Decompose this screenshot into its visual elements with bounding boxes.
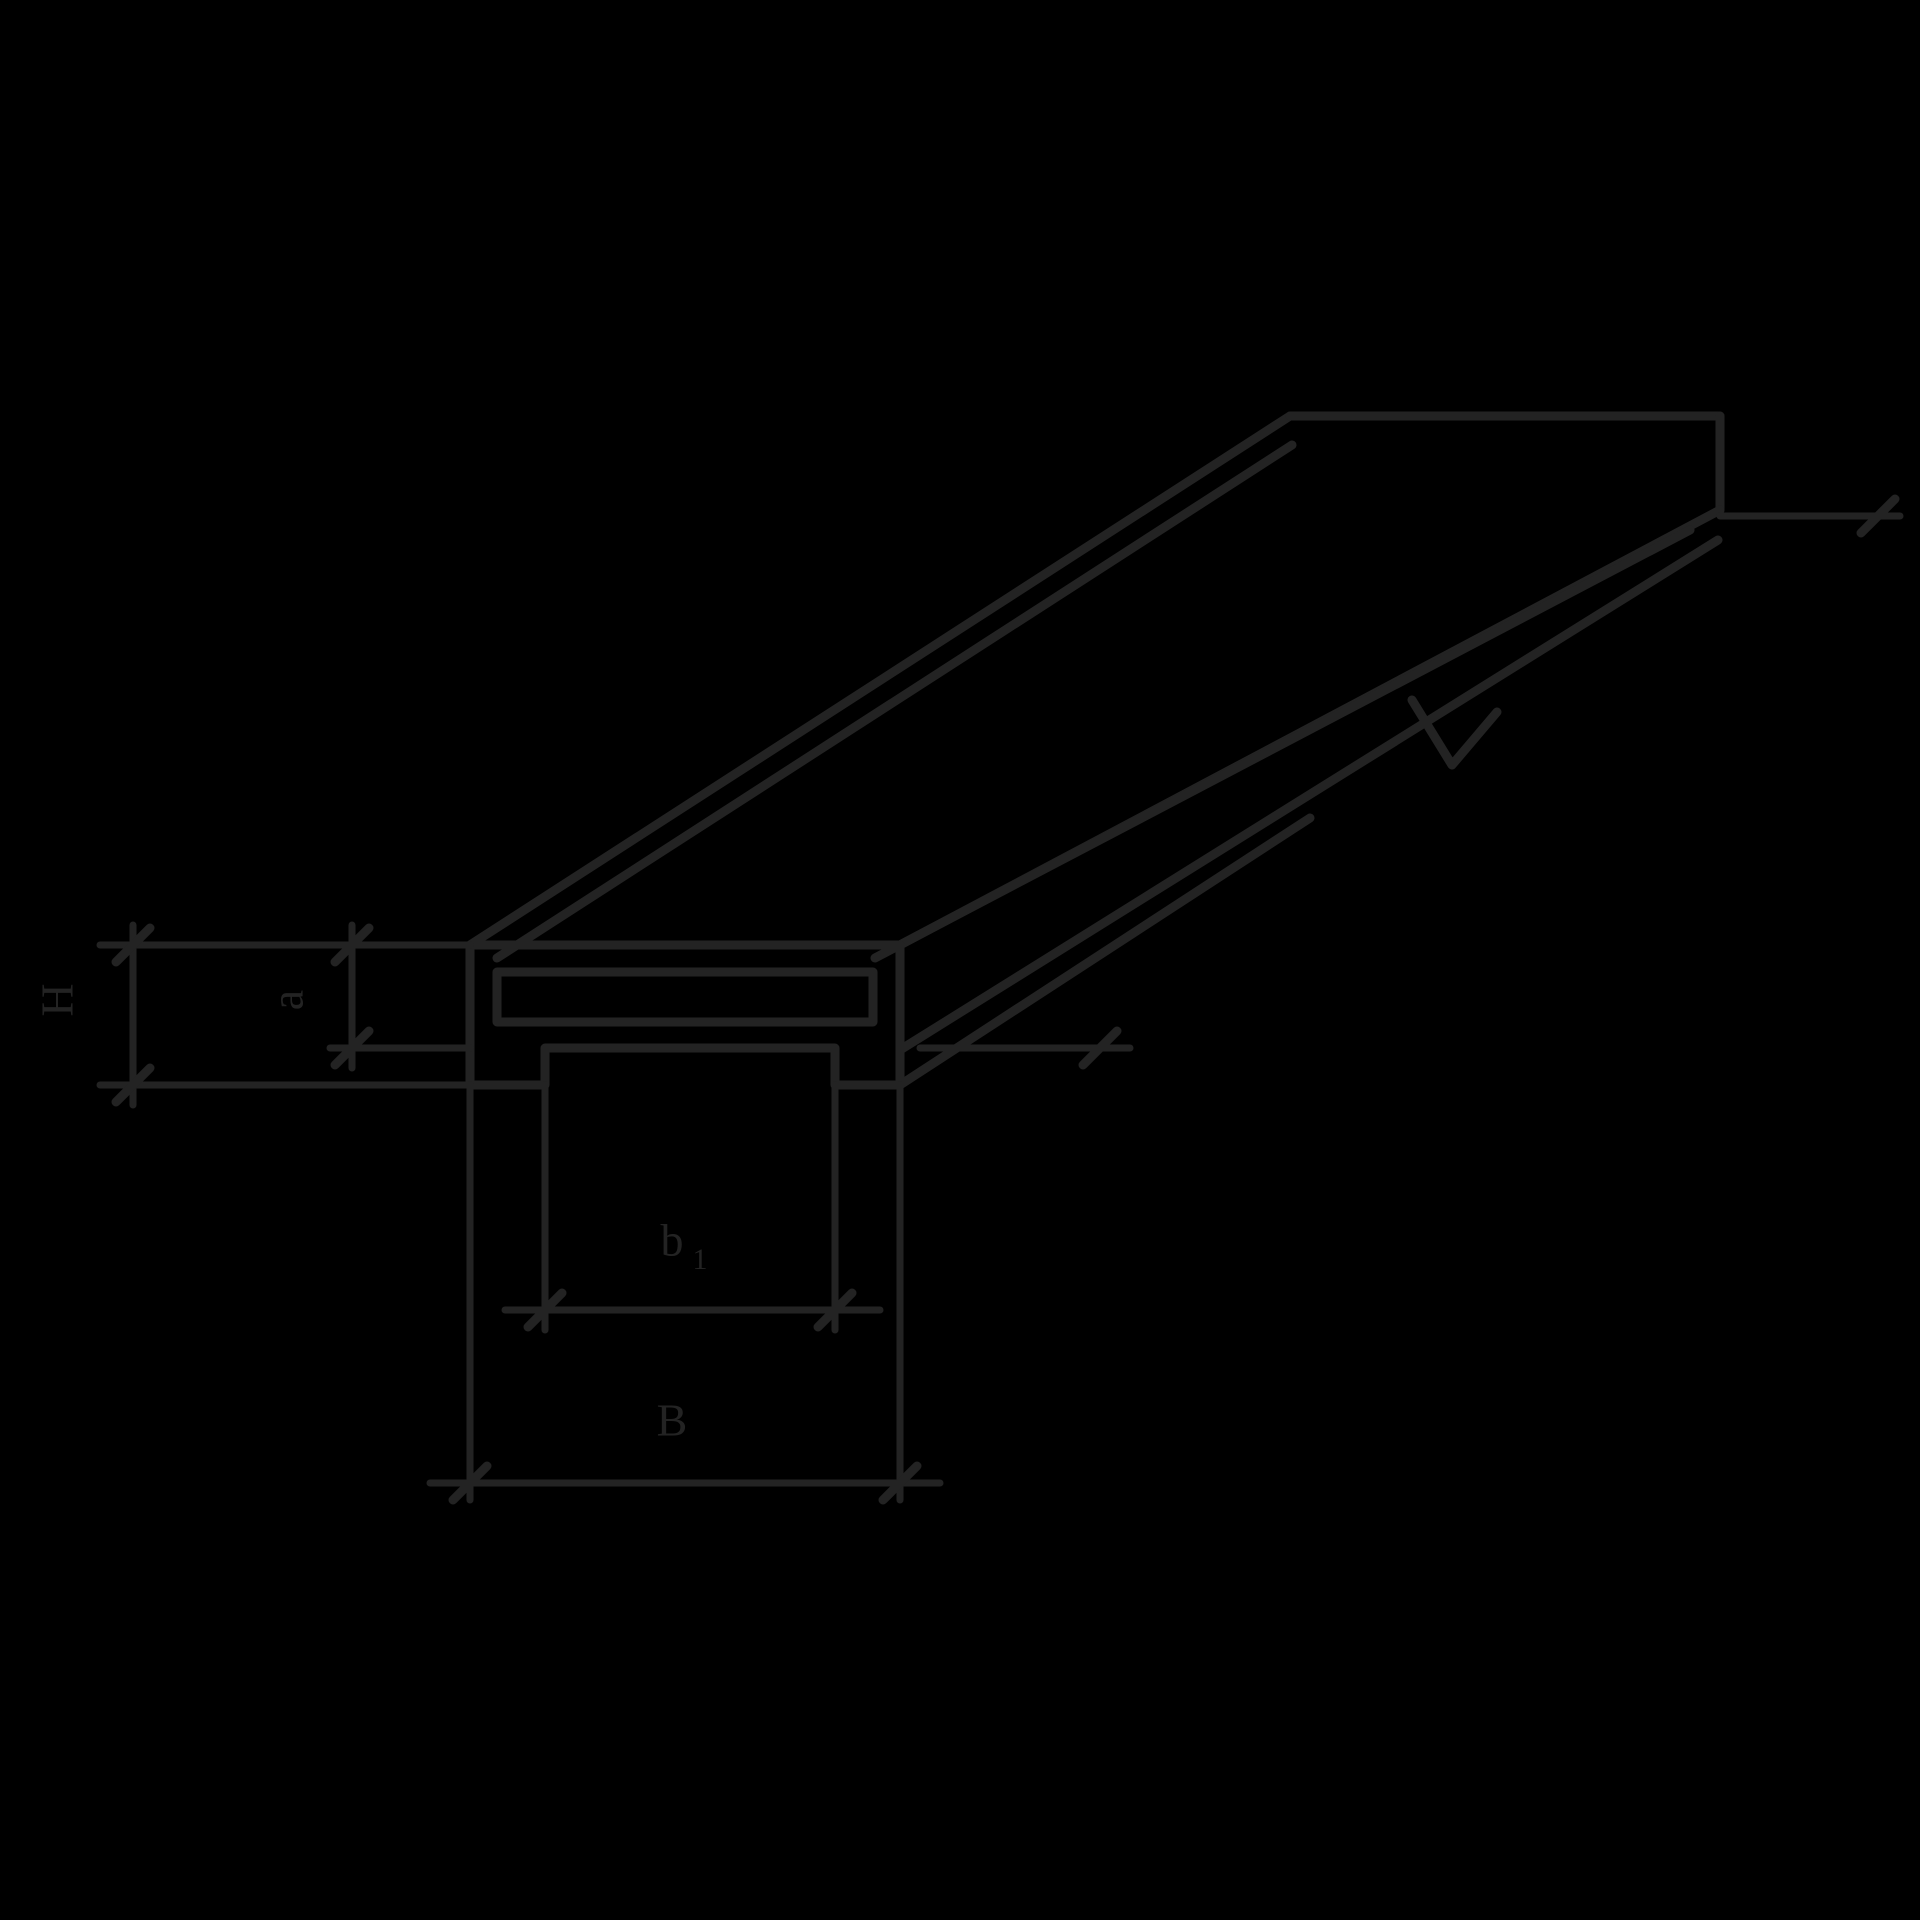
iso-edge-top-outer — [465, 411, 1295, 950]
label-B: B — [657, 1395, 688, 1446]
cross-section-profile — [465, 940, 905, 1090]
dimension-ticks — [116, 499, 1895, 1500]
dimension-labels: H a b 1 B — [32, 983, 708, 1445]
isometric-body — [465, 411, 1725, 1090]
label-b1-subscript: 1 — [693, 1243, 708, 1276]
extension-lines — [96, 512, 1904, 1504]
iso-edge-inner-top — [492, 440, 1297, 963]
break-notch-marker — [1407, 695, 1502, 770]
iso-edge-bottom-rear — [895, 813, 1315, 1090]
label-b1-group: b 1 — [661, 1215, 708, 1276]
iso-edge-inner-right — [870, 525, 1695, 963]
label-b1: b — [661, 1215, 684, 1266]
profile-outer-outline — [465, 940, 905, 1090]
label-a: a — [262, 990, 313, 1010]
profile-inner-cavity — [492, 967, 878, 1027]
iso-edge-lip-lower — [895, 535, 1723, 1055]
label-H: H — [32, 983, 83, 1016]
